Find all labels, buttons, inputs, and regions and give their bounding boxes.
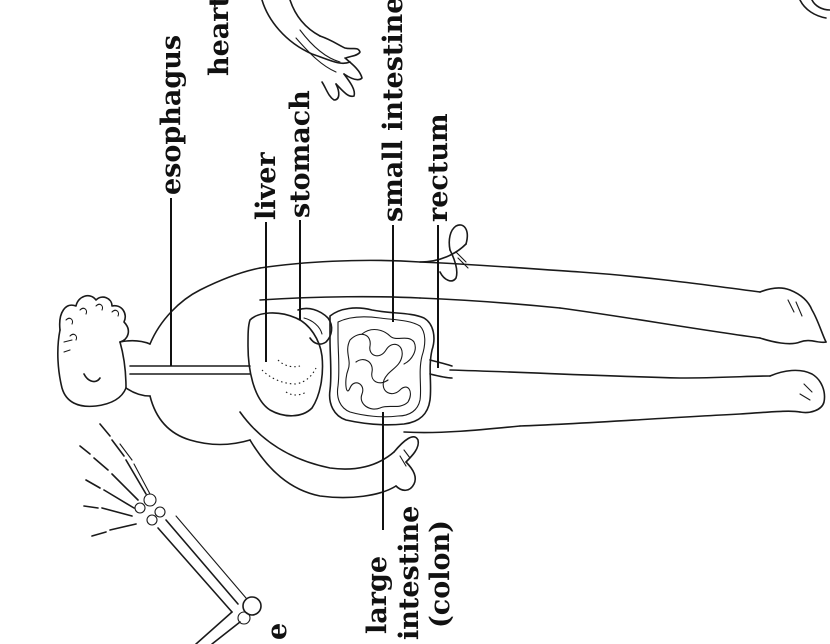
label-cut-fragment: e <box>262 623 293 640</box>
label-heart: heart <box>204 0 235 76</box>
skeletal-arm-illustration <box>80 424 261 644</box>
label-large-intestine-line-1: large <box>362 556 393 634</box>
hand-fragment-top-right <box>800 0 830 18</box>
arm-illustration-top <box>262 0 362 100</box>
label-stomach: stomach <box>285 90 316 218</box>
label-esophagus: esophagus <box>156 35 187 195</box>
small-intestine-organ <box>346 330 415 410</box>
rectum-organ <box>430 360 452 378</box>
label-small-intestine: small intestine <box>378 0 409 222</box>
esophagus-organ <box>130 366 250 374</box>
liver-organ <box>248 313 323 416</box>
label-liver: liver <box>251 152 282 220</box>
label-large-intestine-line-3: (colon) <box>425 520 456 628</box>
stomach-organ <box>298 308 332 344</box>
label-rectum: rectum <box>423 113 454 222</box>
human-body-outline <box>58 225 826 498</box>
label-large-intestine-line-2: intestine <box>394 506 425 640</box>
